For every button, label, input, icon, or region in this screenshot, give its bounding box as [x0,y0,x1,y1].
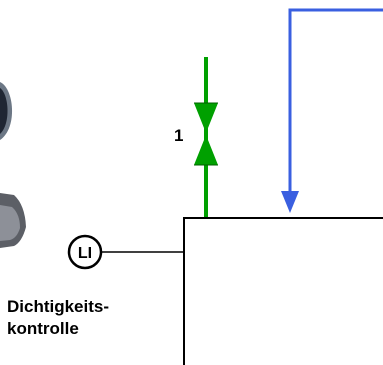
inlet-arrow-icon [281,191,299,213]
valve-icon-lower [194,135,218,165]
instrument-tag: LI [78,245,92,262]
caption-line-1: Dichtigkeits- [7,297,109,316]
instrument-circle [67,234,103,270]
valve-icon [194,103,218,133]
valve-1 [194,57,218,217]
valve-label: 1 [174,126,183,145]
level-indicator: LI [67,234,184,270]
inlet-line [281,8,383,213]
device-partial [0,82,26,248]
caption-line-2: kontrolle [7,319,79,338]
vessel-outline [183,217,383,365]
